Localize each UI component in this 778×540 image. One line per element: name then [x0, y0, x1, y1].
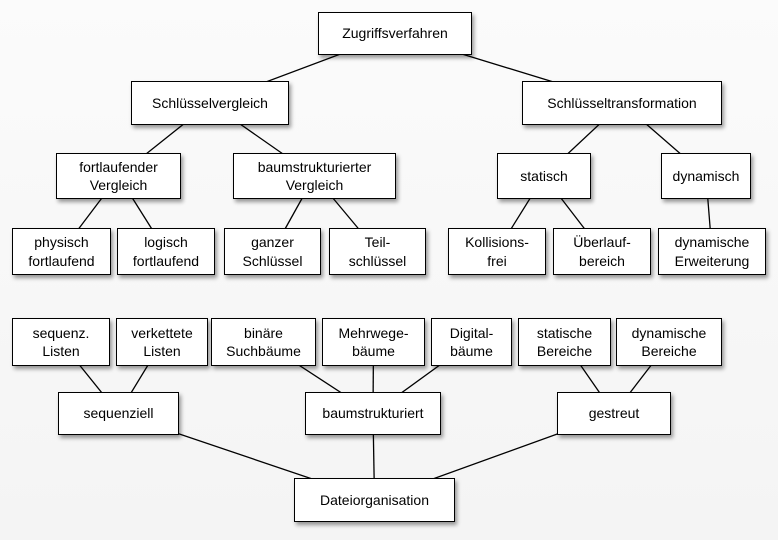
node-physisch-fortlaufend: physisch fortlaufend — [12, 228, 111, 275]
node-label-teil-schluessel: Teil- schlüssel — [348, 234, 407, 269]
node-ganzer-schluessel: ganzer Schlüssel — [224, 228, 321, 275]
node-label-dynamische-erweiterung: dynamische Erweiterung — [674, 234, 750, 269]
node-label-logisch-fortlaufend: logisch fortlaufend — [132, 234, 200, 269]
node-label-zugriffsverfahren: Zugriffsverfahren — [342, 25, 448, 42]
node-label-dynamisch: dynamisch — [672, 167, 740, 184]
node-label-baumstrukturierter-vergleich: baumstrukturierter Vergleich — [257, 158, 372, 193]
node-baumstrukturiert: baumstrukturiert — [305, 392, 441, 435]
node-label-dateiorganisation: Dateiorganisation — [320, 491, 429, 508]
node-label-statische-bereiche: statische Bereiche — [536, 324, 593, 359]
node-binaere-suchbaeume: binäre Suchbäume — [211, 318, 316, 366]
node-label-sequenz-listen: sequenz. Listen — [32, 324, 90, 359]
node-label-mehrwege-baeume: Mehrwege- bäume — [338, 324, 409, 359]
node-schluesseltransformation: Schlüsseltransformation — [522, 81, 722, 125]
node-dynamisch: dynamisch — [661, 153, 751, 199]
node-kollisionsfrei: Kollisions- frei — [448, 228, 546, 275]
node-label-dynamische-bereiche: dynamische Bereiche — [631, 324, 707, 359]
node-baumstrukturierter-vergleich: baumstrukturierter Vergleich — [233, 153, 396, 199]
node-schluesselvergleich: Schlüsselvergleich — [131, 81, 289, 125]
node-zugriffsverfahren: Zugriffsverfahren — [318, 12, 472, 55]
node-dynamische-bereiche: dynamische Bereiche — [616, 318, 722, 366]
node-label-verkettete-listen: verkettete Listen — [131, 324, 193, 359]
node-gestreut: gestreut — [557, 392, 671, 435]
node-fortlaufender-vergleich: fortlaufender Vergleich — [56, 153, 181, 199]
node-label-gestreut: gestreut — [588, 405, 640, 422]
node-label-schluesseltransformation: Schlüsseltransformation — [547, 94, 697, 111]
node-label-binaere-suchbaeume: binäre Suchbäume — [226, 324, 301, 359]
node-label-statisch: statisch — [520, 167, 568, 184]
node-verkettete-listen: verkettete Listen — [116, 318, 208, 366]
node-statische-bereiche: statische Bereiche — [518, 318, 611, 366]
node-digital-baeume: Digital- bäume — [431, 318, 512, 366]
node-label-ganzer-schluessel: ganzer Schlüssel — [242, 234, 303, 269]
node-mehrwege-baeume: Mehrwege- bäume — [322, 318, 425, 366]
node-label-sequenziell: sequenziell — [83, 405, 154, 422]
node-label-physisch-fortlaufend: physisch fortlaufend — [28, 234, 95, 269]
node-ueberlaufbereich: Überlauf- bereich — [553, 228, 651, 275]
node-label-fortlaufender-vergleich: fortlaufender Vergleich — [79, 158, 158, 193]
node-sequenz-listen: sequenz. Listen — [12, 318, 110, 366]
node-label-schluesselvergleich: Schlüsselvergleich — [152, 94, 268, 111]
node-label-kollisionsfrei: Kollisions- frei — [465, 234, 529, 269]
node-dateiorganisation: Dateiorganisation — [294, 478, 455, 522]
node-label-ueberlaufbereich: Überlauf- bereich — [573, 234, 631, 269]
node-statisch: statisch — [497, 153, 591, 199]
node-logisch-fortlaufend: logisch fortlaufend — [117, 228, 215, 275]
node-label-digital-baeume: Digital- bäume — [449, 324, 494, 359]
node-sequenziell: sequenziell — [58, 392, 179, 435]
node-teil-schluessel: Teil- schlüssel — [329, 228, 426, 275]
node-dynamische-erweiterung: dynamische Erweiterung — [658, 228, 766, 275]
node-label-baumstrukturiert: baumstrukturiert — [322, 405, 424, 422]
